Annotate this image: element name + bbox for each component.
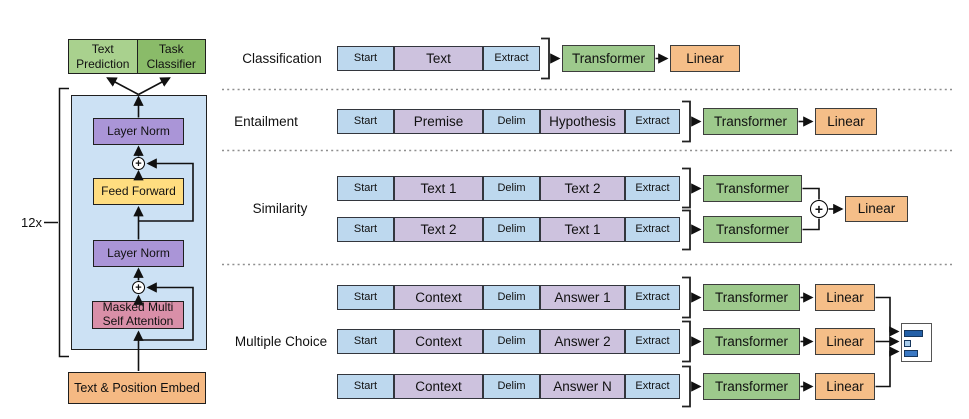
token-start: Start xyxy=(337,217,394,242)
token-delim: Delim xyxy=(483,109,540,134)
transformer-box: Transformer xyxy=(703,284,800,311)
linear-box: Linear xyxy=(670,45,740,72)
repeat-bracket xyxy=(44,87,69,358)
token-context: Context xyxy=(394,374,483,399)
layer-norm-top-box: Layer Norm xyxy=(93,118,184,145)
token-start: Start xyxy=(337,374,394,399)
token-text1: Text 1 xyxy=(540,217,625,242)
masked-attention-box: Masked Multi Self Attention xyxy=(92,300,184,329)
token-extract: Extract xyxy=(625,176,680,201)
token-extract: Extract xyxy=(625,329,680,354)
token-extract: Extract xyxy=(625,285,680,310)
token-text: Text xyxy=(394,46,483,71)
token-extract: Extract xyxy=(625,217,680,242)
token-delim: Delim xyxy=(483,217,540,242)
token-hypothesis: Hypothesis xyxy=(540,109,625,134)
token-text2: Text 2 xyxy=(394,217,483,242)
token-extract: Extract xyxy=(483,46,540,71)
token-start: Start xyxy=(337,176,394,201)
token-text2: Text 2 xyxy=(540,176,625,201)
residual-add-icon: + xyxy=(132,157,145,170)
token-context: Context xyxy=(394,329,483,354)
transformer-box: Transformer xyxy=(703,373,800,400)
token-delim: Delim xyxy=(483,374,540,399)
task-label-entailment: Entailment xyxy=(234,114,298,129)
token-premise: Premise xyxy=(394,109,483,134)
token-start: Start xyxy=(337,329,394,354)
task-label-classification: Classification xyxy=(242,51,322,66)
linear-box: Linear xyxy=(815,284,875,311)
prob-bar-icon xyxy=(904,350,918,357)
transformer-box: Transformer xyxy=(703,216,802,243)
token-start: Start xyxy=(337,285,394,310)
transformer-box: Transformer xyxy=(562,45,655,72)
layer-norm-bottom-box: Layer Norm xyxy=(93,240,184,267)
token-delim: Delim xyxy=(483,285,540,310)
token-delim: Delim xyxy=(483,329,540,354)
token-answer1: Answer 1 xyxy=(540,285,625,310)
token-answerN: Answer N xyxy=(540,374,625,399)
residual-add-icon: + xyxy=(132,281,145,294)
token-extract: Extract xyxy=(625,109,680,134)
text-position-embed-box: Text & Position Embed xyxy=(68,372,206,404)
transformer-box: Transformer xyxy=(703,328,800,355)
token-start: Start xyxy=(337,46,394,71)
text-prediction-head: Text Prediction xyxy=(69,40,137,73)
task-label-multiple-choice: Multiple Choice xyxy=(234,334,328,349)
task-label-similarity: Similarity xyxy=(252,201,308,216)
transformer-box: Transformer xyxy=(703,175,802,202)
output-heads-box: Text Prediction Task Classifier xyxy=(68,39,206,74)
token-extract: Extract xyxy=(625,374,680,399)
linear-box: Linear xyxy=(815,328,875,355)
prob-bar-icon xyxy=(904,340,911,347)
transformer-box: Transformer xyxy=(703,108,798,135)
token-start: Start xyxy=(337,109,394,134)
token-context: Context xyxy=(394,285,483,310)
linear-box: Linear xyxy=(815,108,877,135)
feed-forward-box: Feed Forward xyxy=(93,178,184,205)
token-text1: Text 1 xyxy=(394,176,483,201)
similarity-add-icon: + xyxy=(810,200,828,218)
task-classifier-head: Task Classifier xyxy=(136,40,205,73)
output-distribution-box xyxy=(901,323,932,362)
token-delim: Delim xyxy=(483,176,540,201)
prob-bar-icon xyxy=(904,330,923,337)
token-answer2: Answer 2 xyxy=(540,329,625,354)
linear-box: Linear xyxy=(815,373,875,400)
repeat-12x-label: 12x xyxy=(21,215,42,230)
linear-box: Linear xyxy=(845,196,908,222)
